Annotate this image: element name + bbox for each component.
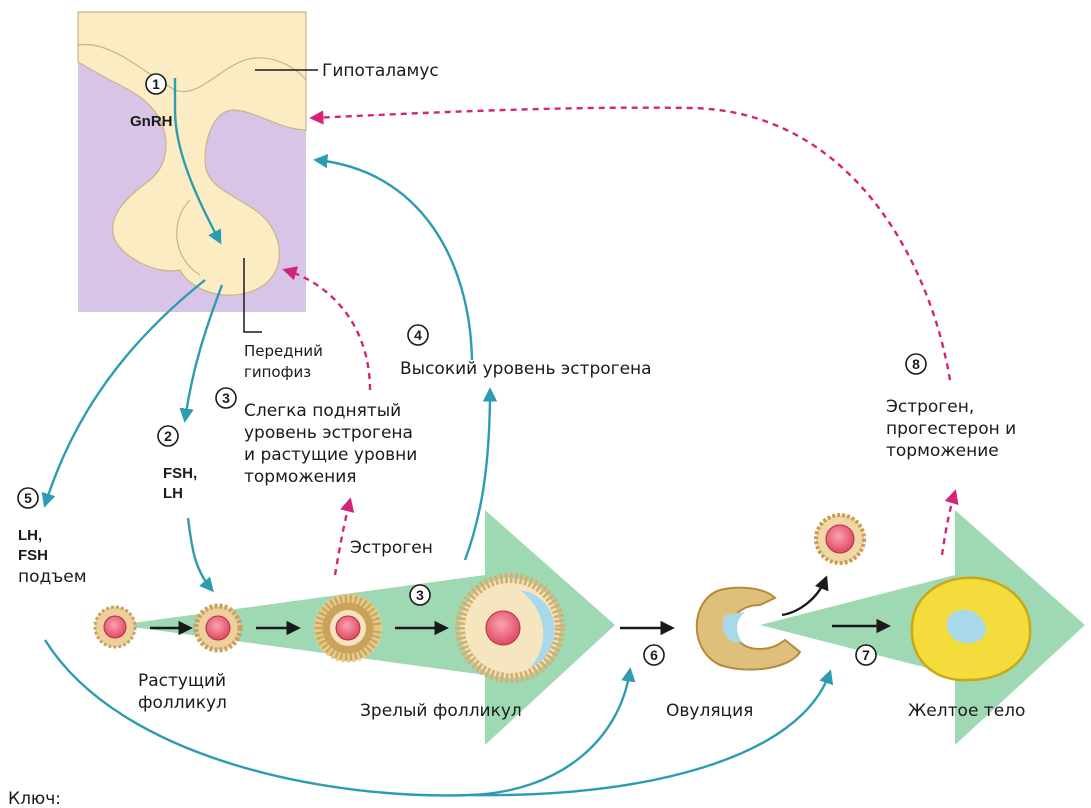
step-4-number: 4 (414, 327, 422, 343)
luteal-feedback-arrow (942, 492, 955, 555)
growing-follicle-line-2: фолликул (138, 693, 227, 713)
lh-fsh-line-3: подъем (18, 567, 87, 587)
key-label: Ключ: (8, 789, 61, 808)
primordial-follicle (95, 607, 135, 647)
step-2-number: 2 (164, 428, 172, 444)
estrogen-label: Эстроген (350, 538, 433, 558)
fsh-lh-line-2: LH (163, 485, 183, 502)
step-3b-number: 3 (416, 587, 424, 603)
step-7-number: 7 (862, 647, 870, 663)
fsh-lh-to-follicle-arrow (188, 518, 212, 590)
gnrh-label: GnRH (130, 113, 173, 130)
corpus-luteum-label: Желтое тело (908, 701, 1025, 721)
brain-panel (78, 12, 306, 312)
oocyte-release-arrow (782, 578, 826, 615)
ovulation-label: Овуляция (666, 701, 753, 721)
high-estrogen-label: Высокий уровень эстрогена (400, 359, 652, 379)
high-estrogen-arrow (316, 160, 472, 360)
step-6-number: 6 (650, 647, 658, 663)
hypothalamus-label: Гипоталамус (322, 61, 439, 81)
step3-line-4: торможения (244, 467, 356, 487)
estrogen-feedback-arrow (335, 500, 350, 575)
corpus-luteum (912, 578, 1030, 680)
lh-fsh-line-2: FSH (18, 547, 48, 564)
step8-line-1: Эстроген, (886, 397, 974, 417)
step3-line-3: и растущие уровни (244, 445, 417, 465)
growing-follicle (196, 606, 240, 650)
step-1-number: 1 (152, 76, 160, 92)
step3-line-1: Слегка поднятый (244, 401, 401, 421)
fsh-lh-line-1: FSH, (163, 465, 197, 482)
secondary-follicle (315, 595, 381, 661)
step8-line-2: прогестерон и (886, 419, 1016, 439)
step3-line-2: уровень эстрогена (244, 423, 413, 443)
luteal-inhibition-arrow (312, 108, 950, 380)
mature-follicle-label: Зрелый фолликул (360, 701, 522, 721)
anterior-pituitary-label-1: Передний (244, 342, 323, 360)
growing-follicle-line-1: Растущий (138, 671, 226, 691)
anterior-pituitary-label-2: гипофиз (244, 363, 311, 381)
step-3a-number: 3 (222, 390, 230, 406)
step-5-number: 5 (24, 490, 32, 506)
step-8-number: 8 (912, 356, 920, 372)
lh-fsh-line-1: LH, (18, 527, 42, 544)
mature-follicle (460, 578, 560, 678)
released-oocyte (816, 515, 864, 563)
step8-line-3: торможение (886, 441, 999, 461)
